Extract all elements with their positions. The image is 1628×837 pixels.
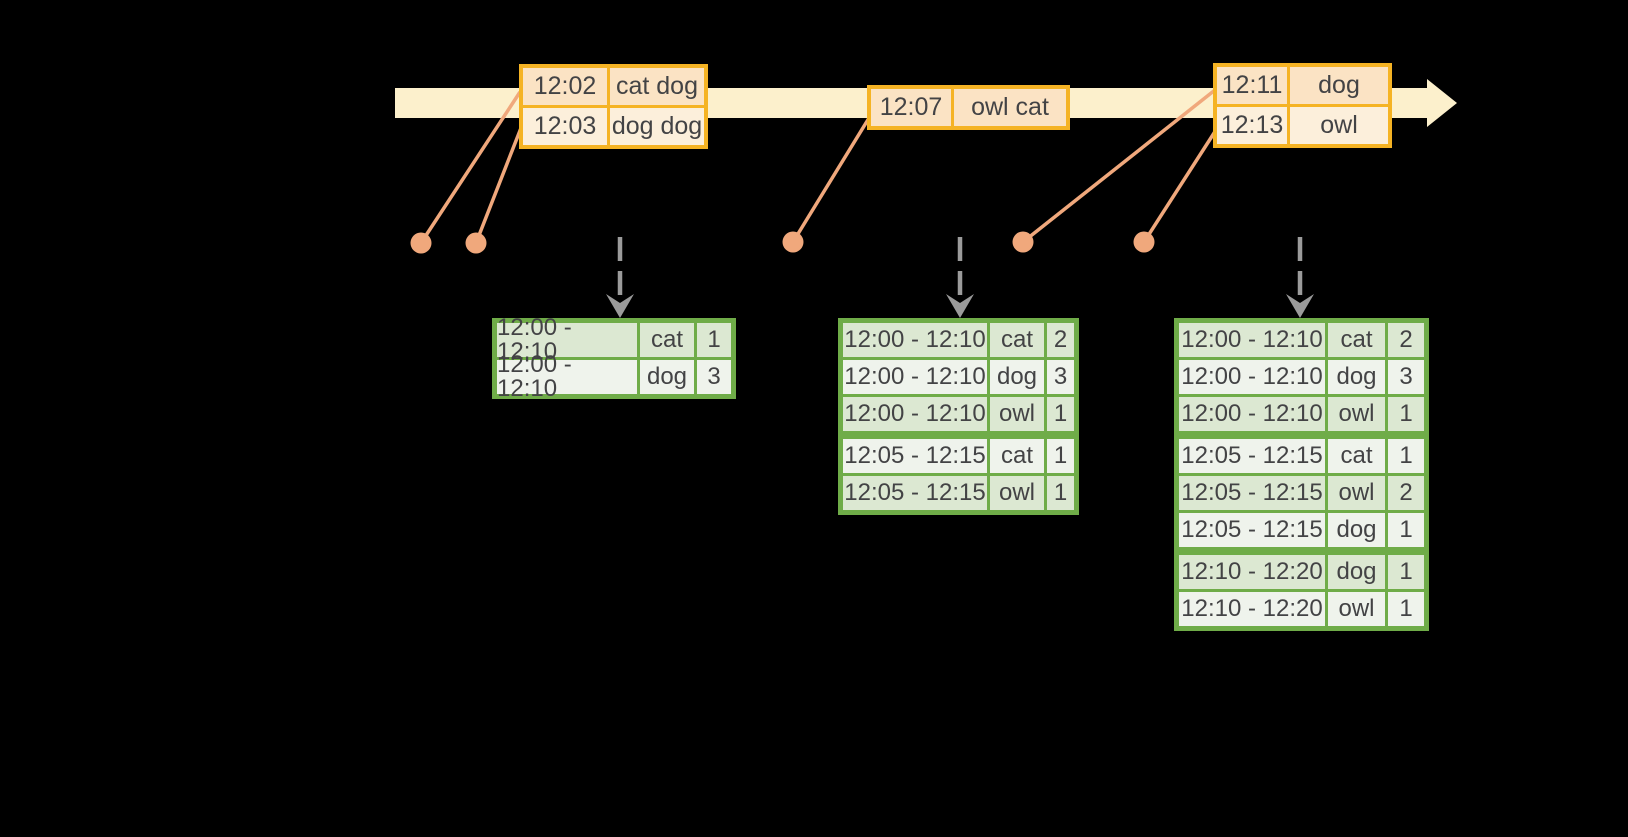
word-cell: cat	[990, 439, 1044, 473]
window-cell: 12:10 - 12:20	[1179, 592, 1325, 626]
count-cell: 1	[1388, 439, 1424, 473]
event-words-cell: cat dog	[610, 68, 704, 105]
event-words-cell: dog dog	[610, 108, 704, 145]
timeline-arrowhead-icon	[1427, 79, 1457, 127]
word-cell: dog	[1328, 513, 1385, 547]
word-cell: cat	[990, 323, 1044, 357]
table-row: 12:00 - 12:10 dog 3	[1179, 360, 1424, 394]
word-cell: dog	[1328, 360, 1385, 394]
window-cell: 12:00 - 12:10	[843, 397, 987, 431]
table-row: 12:00 - 12:10 owl 1	[843, 397, 1074, 431]
trigger-arrowhead-icon	[1286, 294, 1314, 318]
result-table-2: 12:00 - 12:10 cat 2 12:00 - 12:10 dog 3 …	[838, 318, 1079, 515]
count-cell: 1	[1388, 592, 1424, 626]
word-cell: dog	[990, 360, 1044, 394]
count-cell: 1	[1047, 397, 1074, 431]
event-table-1: 12:02 cat dog 12:03 dog dog	[519, 64, 708, 149]
window-cell: 12:05 - 12:15	[843, 476, 987, 510]
count-cell: 1	[1388, 397, 1424, 431]
window-cell: 12:00 - 12:10	[1179, 323, 1325, 357]
table-row: 12:00 - 12:10 cat 2	[843, 323, 1074, 357]
trigger-arrowhead-icon	[946, 294, 974, 318]
word-cell: dog	[1328, 555, 1385, 589]
window-cell: 12:05 - 12:15	[1179, 513, 1325, 547]
word-cell: owl	[1328, 592, 1385, 626]
event-dot	[1133, 231, 1155, 253]
event-dot	[410, 232, 432, 254]
event-connector-line	[1142, 129, 1218, 243]
count-cell: 1	[1388, 555, 1424, 589]
window-cell: 12:10 - 12:20	[1179, 555, 1325, 589]
count-cell: 1	[1047, 439, 1074, 473]
result-table-3: 12:00 - 12:10 cat 2 12:00 - 12:10 dog 3 …	[1174, 318, 1429, 631]
count-cell: 3	[1388, 360, 1424, 394]
table-row: 12:00 - 12:10 owl 1	[1179, 397, 1424, 431]
event-words-cell: owl cat	[954, 89, 1066, 126]
count-cell: 1	[697, 323, 731, 357]
event-words-cell: dog	[1290, 67, 1388, 104]
table-row: 12:00 - 12:10 cat 2	[1179, 323, 1424, 357]
event-row: 12:02 cat dog	[523, 68, 704, 105]
event-connector-line	[474, 127, 523, 244]
window-cell: 12:00 - 12:10	[497, 353, 637, 401]
event-words-cell: owl	[1290, 107, 1388, 144]
event-row: 12:03 dog dog	[523, 108, 704, 145]
trigger-arrowhead-icon	[606, 294, 634, 318]
window-cell: 12:05 - 12:15	[1179, 476, 1325, 510]
word-cell: owl	[1328, 397, 1385, 431]
table-row: 12:05 - 12:15 dog 1	[1179, 513, 1424, 547]
table-row: 12:05 - 12:15 owl 1	[843, 476, 1074, 510]
event-dot	[465, 232, 487, 254]
count-cell: 2	[1047, 323, 1074, 357]
table-row: 12:05 - 12:15 owl 2	[1179, 476, 1424, 510]
window-cell: 12:00 - 12:10	[1179, 360, 1325, 394]
window-cell: 12:05 - 12:15	[843, 439, 987, 473]
event-connector-line	[419, 91, 522, 244]
count-cell: 2	[1388, 323, 1424, 357]
event-table-3: 12:11 dog 12:13 owl	[1213, 63, 1392, 148]
word-cell: cat	[640, 323, 694, 357]
result-table-1: 12:00 - 12:10 cat 1 12:00 - 12:10 dog 3	[492, 316, 736, 401]
event-dot	[1012, 231, 1034, 253]
event-time-cell: 12:11	[1217, 67, 1287, 104]
event-time-cell: 12:02	[523, 68, 607, 105]
table-row: 12:05 - 12:15 cat 1	[843, 439, 1074, 473]
table-row: 12:05 - 12:15 cat 1	[1179, 439, 1424, 473]
window-cell: 12:00 - 12:10	[843, 360, 987, 394]
count-cell: 1	[1047, 476, 1074, 510]
table-row: 12:10 - 12:20 dog 1	[1179, 555, 1424, 589]
event-row: 12:13 owl	[1217, 107, 1388, 144]
count-cell: 3	[1047, 360, 1074, 394]
event-time-cell: 12:03	[523, 108, 607, 145]
word-cell: cat	[1328, 439, 1385, 473]
event-table-2: 12:07 owl cat	[867, 85, 1070, 130]
event-row: 12:07 owl cat	[871, 89, 1066, 126]
window-cell: 12:05 - 12:15	[1179, 439, 1325, 473]
event-dot	[782, 231, 804, 253]
window-cell: 12:00 - 12:10	[1179, 397, 1325, 431]
window-cell: 12:00 - 12:10	[843, 323, 987, 357]
count-cell: 1	[1388, 513, 1424, 547]
word-cell: owl	[990, 397, 1044, 431]
event-time-cell: 12:13	[1217, 107, 1287, 144]
word-cell: owl	[990, 476, 1044, 510]
count-cell: 2	[1388, 476, 1424, 510]
word-cell: cat	[1328, 323, 1385, 357]
event-connector-line	[1021, 88, 1217, 244]
event-connector-line	[791, 117, 871, 243]
event-time-cell: 12:07	[871, 89, 951, 126]
count-cell: 3	[697, 360, 731, 394]
event-row: 12:11 dog	[1217, 67, 1388, 104]
table-row: 12:00 - 12:10 dog 3	[843, 360, 1074, 394]
table-row: 12:10 - 12:20 owl 1	[1179, 592, 1424, 626]
word-cell: dog	[640, 360, 694, 394]
word-cell: owl	[1328, 476, 1385, 510]
table-row: 12:00 - 12:10 dog 3	[497, 353, 731, 401]
